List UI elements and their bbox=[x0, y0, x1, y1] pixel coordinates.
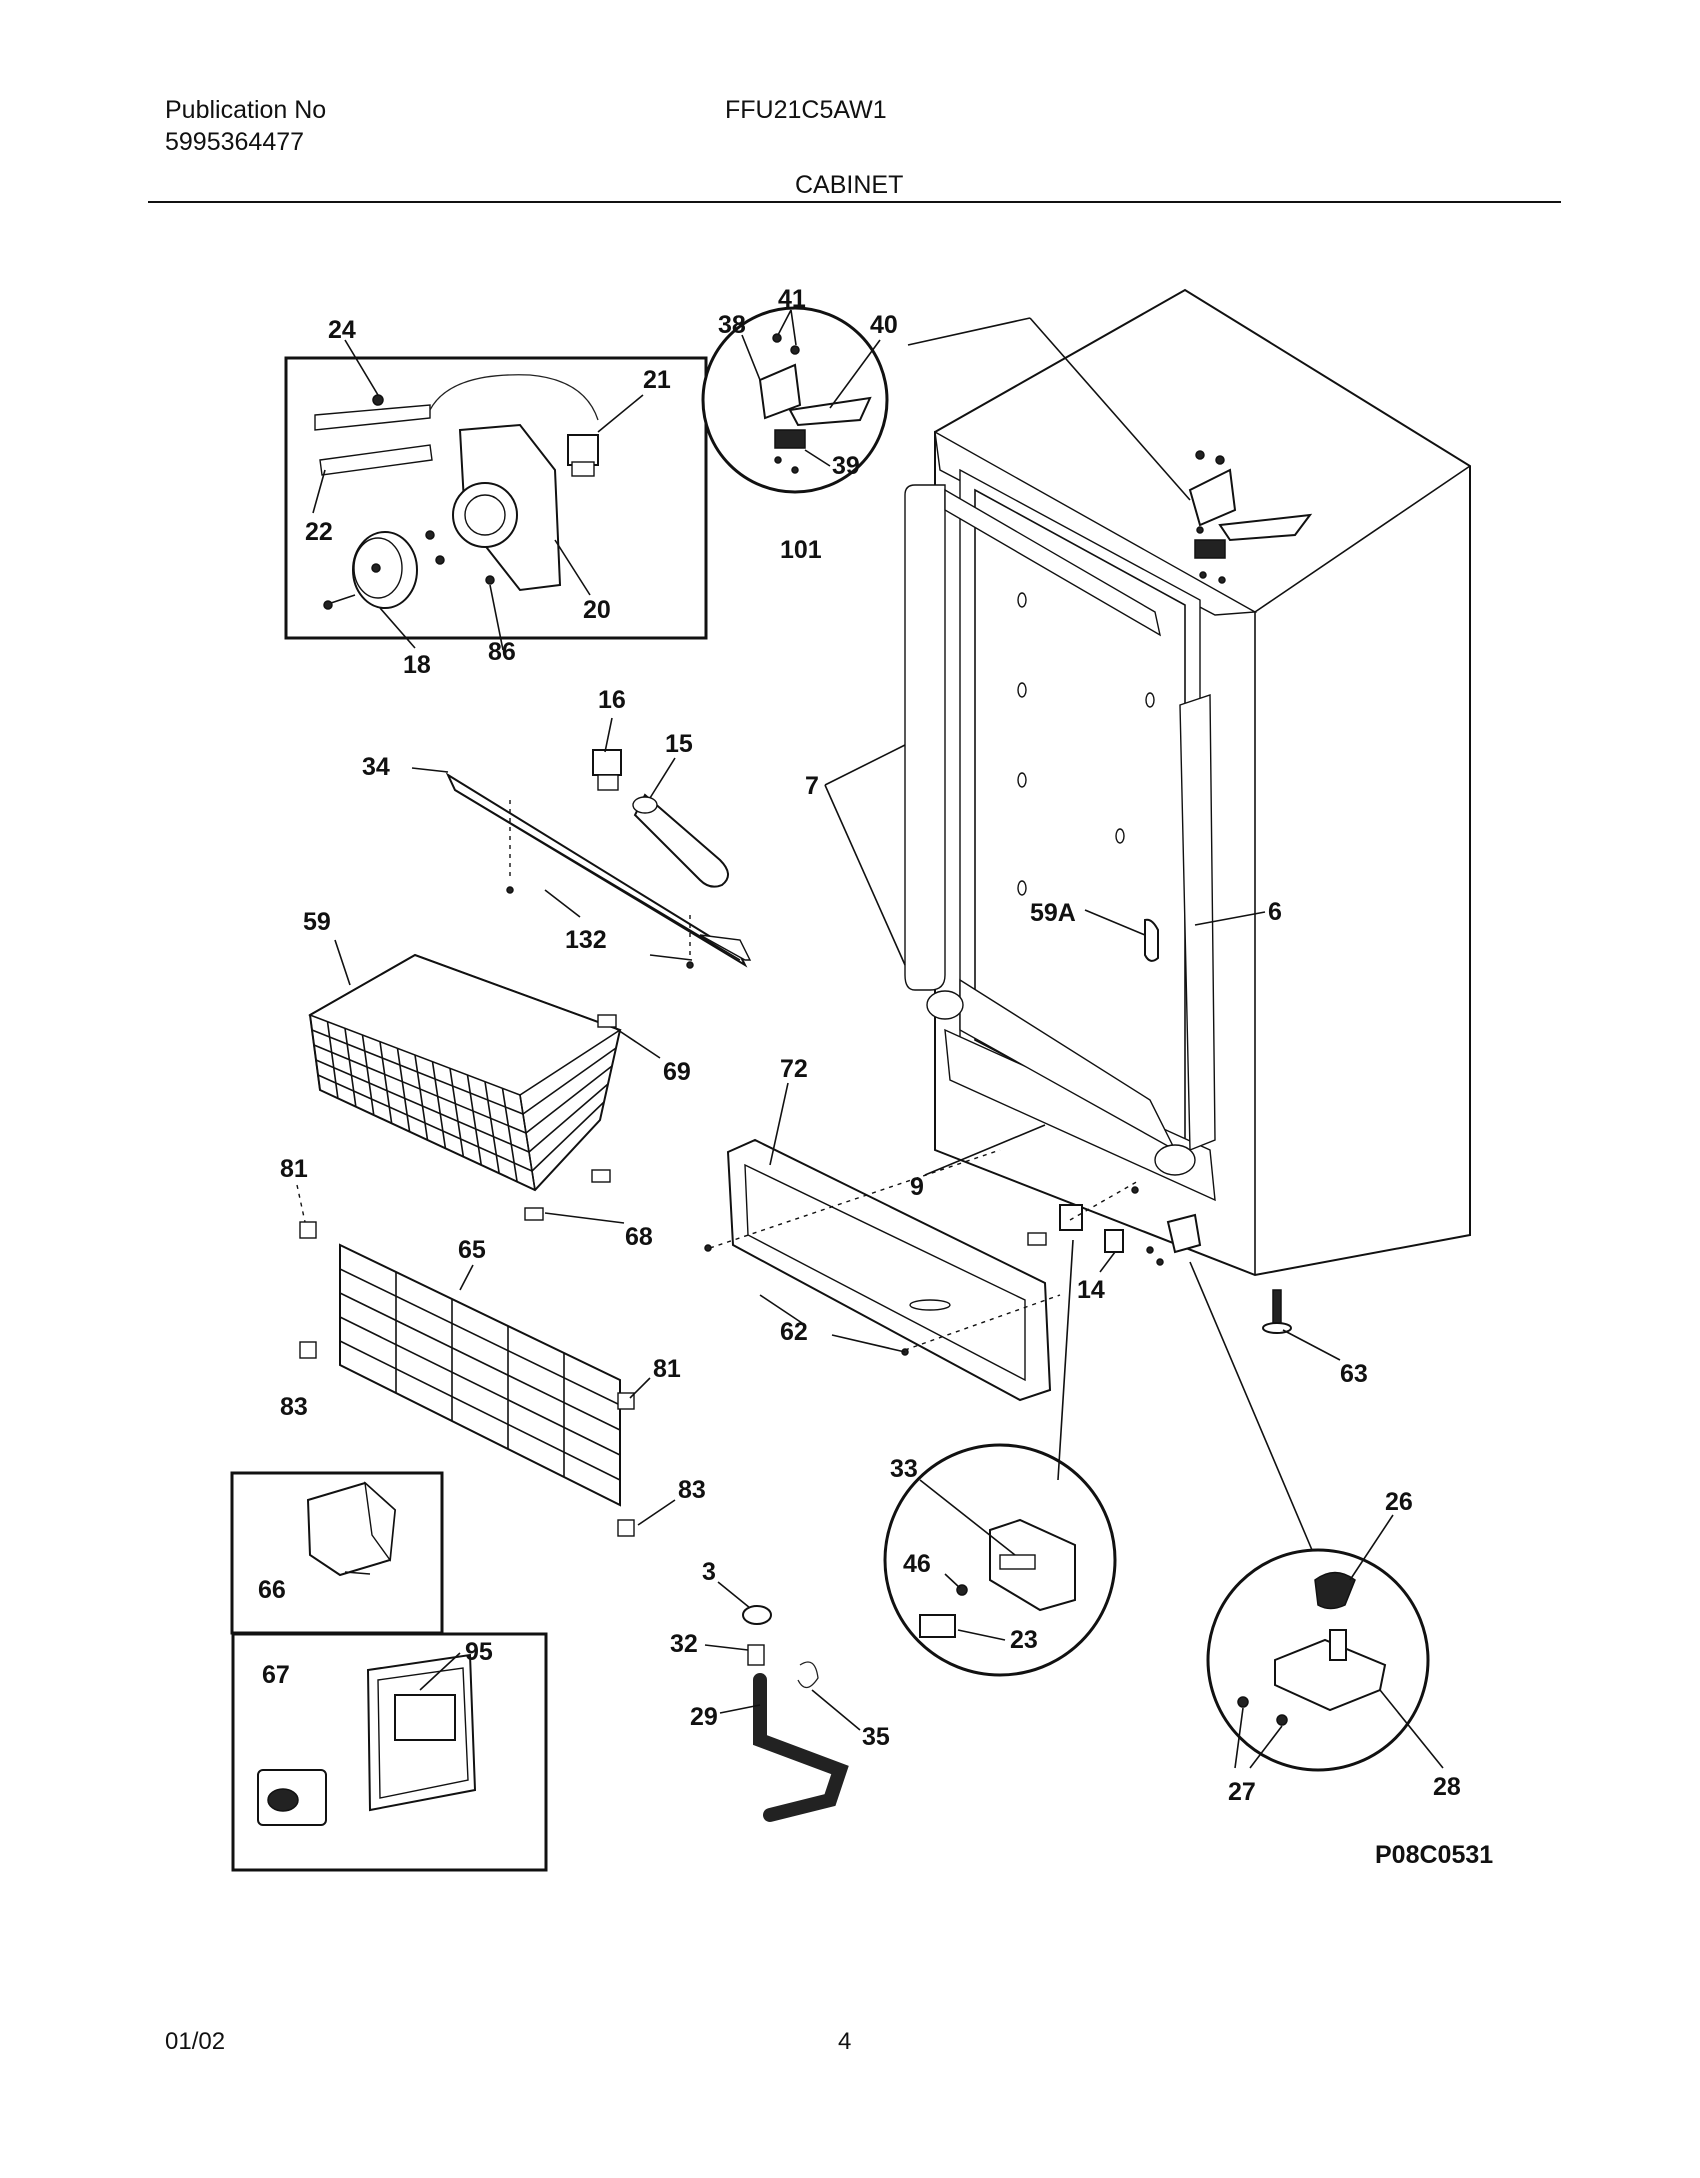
basket-wire bbox=[311, 1029, 524, 1115]
basket-wire bbox=[361, 1034, 375, 1116]
basket-wire bbox=[531, 1101, 605, 1172]
callout-59A: 59A bbox=[1030, 899, 1076, 927]
basket-wire bbox=[431, 1061, 447, 1149]
basket-wire bbox=[484, 1081, 500, 1174]
callout-63: 63 bbox=[1340, 1360, 1368, 1388]
basket-wire bbox=[466, 1074, 483, 1166]
basket-wire bbox=[326, 1021, 339, 1099]
callout-72: 72 bbox=[780, 1055, 808, 1083]
basket-wire bbox=[317, 1074, 533, 1172]
basket-wire bbox=[396, 1048, 411, 1132]
shelf-and-thermostat bbox=[445, 749, 752, 969]
basket-wire bbox=[501, 1088, 518, 1182]
footer-date: 01/02 bbox=[165, 2028, 226, 2055]
publication-number: 5995364477 bbox=[165, 128, 305, 156]
callout-35: 35 bbox=[862, 1723, 890, 1751]
hinge-detail bbox=[758, 333, 872, 474]
basket-wire bbox=[313, 1044, 527, 1134]
callout-27: 27 bbox=[1228, 1778, 1256, 1806]
basket-divider bbox=[299, 1221, 635, 1537]
door-catch-detail bbox=[919, 1518, 1076, 1638]
basket-wire bbox=[344, 1028, 357, 1107]
basket-wire bbox=[528, 1083, 609, 1153]
callout-33: 33 bbox=[890, 1455, 918, 1483]
top-hinge-assembly bbox=[1188, 450, 1313, 584]
callout-28: 28 bbox=[1433, 1773, 1461, 1801]
callout-62: 62 bbox=[780, 1318, 808, 1346]
page-number: 4 bbox=[838, 2028, 852, 2055]
callout-86: 86 bbox=[488, 638, 516, 666]
callout-38: 38 bbox=[718, 311, 746, 339]
divider-wire bbox=[339, 1292, 621, 1431]
basket-wire bbox=[522, 1047, 617, 1115]
callout-68: 68 bbox=[625, 1223, 653, 1251]
callout-23: 23 bbox=[1010, 1626, 1038, 1654]
kickplate bbox=[704, 1138, 1061, 1402]
callout-83-right: 83 bbox=[678, 1476, 706, 1504]
part-67-95-box bbox=[231, 1632, 548, 1872]
callout-labels: 24 21 22 18 86 20 41 38 40 39 101 16 15 … bbox=[258, 285, 1493, 1869]
callout-101: 101 bbox=[780, 536, 822, 564]
callout-29: 29 bbox=[690, 1703, 718, 1731]
section-title: CABINET bbox=[795, 171, 904, 199]
callout-81-right: 81 bbox=[653, 1355, 681, 1383]
callout-39: 39 bbox=[832, 452, 860, 480]
callout-66: 66 bbox=[258, 1576, 286, 1604]
callout-95: 95 bbox=[465, 1638, 493, 1666]
model-number: FFU21C5AW1 bbox=[725, 96, 887, 124]
callout-20: 20 bbox=[583, 596, 611, 624]
header-rule bbox=[148, 201, 1561, 203]
callout-32: 32 bbox=[670, 1630, 698, 1658]
lower-hinge-detail bbox=[1237, 1571, 1387, 1726]
callout-81-top: 81 bbox=[280, 1155, 308, 1183]
basket-wire bbox=[309, 1014, 321, 1091]
callout-83-left: 83 bbox=[280, 1393, 308, 1421]
basket-wire bbox=[525, 1065, 613, 1134]
basket-wire bbox=[414, 1054, 429, 1141]
callout-14: 14 bbox=[1077, 1276, 1105, 1304]
callout-41: 41 bbox=[778, 285, 806, 313]
callout-46: 46 bbox=[903, 1550, 931, 1578]
callout-24: 24 bbox=[328, 316, 356, 344]
part-66 bbox=[306, 1481, 397, 1577]
divider-wire bbox=[339, 1316, 621, 1456]
basket-wire bbox=[315, 1059, 530, 1153]
callout-69: 69 bbox=[663, 1058, 691, 1086]
drain-assembly bbox=[742, 1605, 849, 1822]
callout-67: 67 bbox=[262, 1661, 290, 1689]
callout-132: 132 bbox=[565, 926, 607, 954]
diagram-code: P08C0531 bbox=[1375, 1841, 1493, 1869]
latch-and-switch bbox=[1027, 1179, 1202, 1266]
callout-26: 26 bbox=[1385, 1488, 1413, 1516]
callout-34: 34 bbox=[362, 753, 390, 781]
callout-7: 7 bbox=[805, 772, 819, 800]
divider-wire bbox=[339, 1268, 621, 1406]
basket-wire bbox=[379, 1041, 393, 1124]
publication-label: Publication No bbox=[165, 96, 327, 124]
fan-assembly bbox=[314, 374, 599, 610]
callout-9: 9 bbox=[910, 1173, 924, 1201]
parts-67-95 bbox=[257, 1653, 477, 1826]
callout-22: 22 bbox=[305, 518, 333, 546]
cabinet-body bbox=[904, 288, 1471, 1334]
callout-40: 40 bbox=[870, 311, 898, 339]
callout-16: 16 bbox=[598, 686, 626, 714]
fan-assembly-box bbox=[284, 356, 708, 640]
callout-65: 65 bbox=[458, 1236, 486, 1264]
wire-basket bbox=[308, 953, 622, 1221]
divider-wire bbox=[339, 1340, 621, 1481]
callout-6: 6 bbox=[1268, 898, 1282, 926]
callout-3: 3 bbox=[702, 1558, 716, 1586]
callout-59: 59 bbox=[303, 908, 331, 936]
callout-21: 21 bbox=[643, 366, 671, 394]
callout-15: 15 bbox=[665, 730, 693, 758]
basket-wire bbox=[449, 1068, 465, 1157]
callout-18: 18 bbox=[403, 651, 431, 679]
leader-lines bbox=[296, 309, 1444, 1769]
